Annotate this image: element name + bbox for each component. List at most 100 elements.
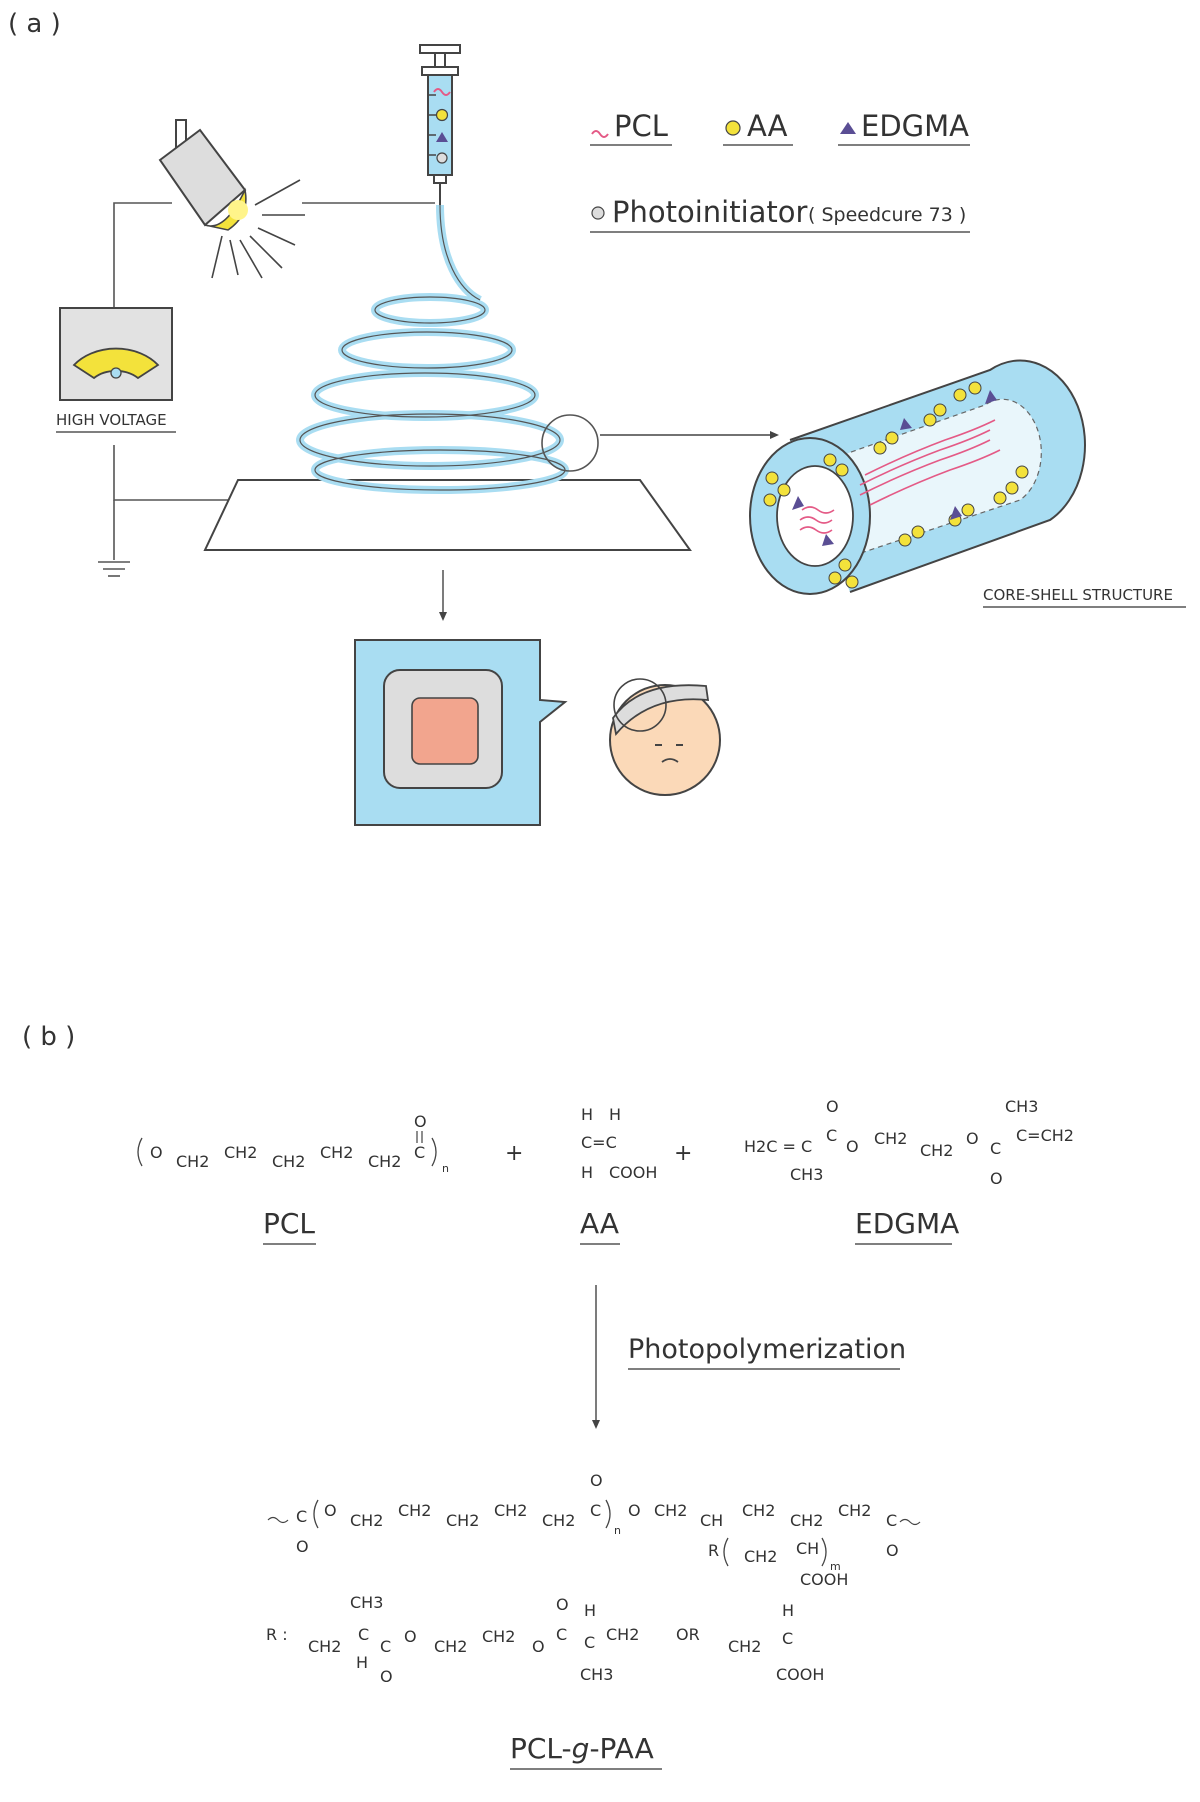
svg-text:m: m	[830, 1560, 841, 1573]
svg-text:C: C	[556, 1625, 567, 1644]
panel-a-label: ( a )	[8, 9, 61, 39]
product-structure: C O O CH2 CH2 CH2 CH2 CH2 C O n O CH2 CH…	[267, 1471, 921, 1589]
pcl-label: PCL	[263, 1207, 315, 1240]
down-arrow-a	[439, 570, 447, 621]
svg-text:CH2: CH2	[224, 1143, 257, 1162]
svg-text:O: O	[590, 1471, 603, 1490]
svg-text:CH2: CH2	[838, 1501, 871, 1520]
edgma-structure: H2C = C CH3 O C O CH2 CH2 O C O CH3 C=CH…	[744, 1097, 1074, 1188]
svg-text:CH2: CH2	[446, 1511, 479, 1530]
svg-text:CH2: CH2	[728, 1637, 761, 1656]
collector-plate	[203, 479, 692, 551]
svg-text:O: O	[324, 1501, 337, 1520]
svg-text:COOH: COOH	[800, 1570, 848, 1589]
svg-text:C: C	[990, 1139, 1001, 1158]
pcl-structure: O CH2 CH2 CH2 CH2 CH2 C O n	[137, 1112, 449, 1175]
svg-text:CH2: CH2	[920, 1141, 953, 1160]
high-voltage-label: HIGH VOLTAGE	[56, 411, 167, 429]
svg-text:C: C	[590, 1501, 601, 1520]
reaction-arrow	[592, 1285, 600, 1429]
svg-text:H: H	[609, 1105, 621, 1124]
svg-text:CH3: CH3	[1005, 1097, 1038, 1116]
svg-text:O: O	[296, 1537, 309, 1556]
svg-text:CH2: CH2	[606, 1625, 639, 1644]
zoom-arrow	[600, 431, 779, 439]
uv-lamp	[158, 119, 305, 279]
svg-text:CH2: CH2	[272, 1152, 305, 1171]
svg-text:CH3: CH3	[580, 1665, 613, 1684]
svg-text:O: O	[826, 1097, 839, 1116]
patient-head	[609, 678, 721, 796]
svg-text:R :: R :	[266, 1625, 288, 1644]
svg-text:O: O	[532, 1637, 545, 1656]
svg-text:H2C = C: H2C = C	[744, 1137, 812, 1156]
aa-structure: H H C=C H COOH	[581, 1105, 657, 1182]
svg-text:OR: OR	[676, 1625, 700, 1644]
svg-text:H: H	[584, 1601, 596, 1620]
svg-text:C: C	[886, 1511, 897, 1530]
fiber-spiral	[296, 204, 569, 494]
svg-text:CH2: CH2	[368, 1152, 401, 1171]
svg-text:CH2: CH2	[654, 1501, 687, 1520]
svg-text:C=CH2: C=CH2	[1016, 1126, 1074, 1145]
svg-text:R: R	[708, 1541, 719, 1560]
syringe	[419, 44, 461, 205]
svg-text:C: C	[296, 1507, 307, 1526]
legend-edgma-swatch	[840, 122, 856, 134]
aa-label: AA	[580, 1207, 619, 1240]
core-shell-label: CORE-SHELL STRUCTURE	[983, 586, 1173, 604]
svg-text:CH2: CH2	[434, 1637, 467, 1656]
svg-text:CH2: CH2	[542, 1511, 575, 1530]
legend-pcl-label: PCL	[614, 109, 668, 143]
legend-photoinitiator-note: ( Speedcure 73 )	[808, 204, 966, 226]
panel-b-label: ( b )	[22, 1022, 75, 1052]
svg-text:CH2: CH2	[494, 1501, 527, 1520]
edgma-label: EDGMA	[855, 1207, 959, 1240]
svg-text:H: H	[581, 1163, 593, 1182]
svg-text:H: H	[356, 1653, 368, 1672]
svg-text:H: H	[581, 1105, 593, 1124]
plus-1: +	[505, 1141, 523, 1166]
r-group-definition: R : CH2 CH3 C H C O O CH2 CH2 O O C H C …	[266, 1593, 824, 1686]
svg-text:CH2: CH2	[874, 1129, 907, 1148]
svg-text:O: O	[380, 1667, 393, 1686]
legend-photoinitiator-swatch	[591, 206, 605, 220]
svg-text:CH2: CH2	[398, 1501, 431, 1520]
legend-edgma-label: EDGMA	[861, 109, 969, 143]
svg-text:C: C	[380, 1637, 391, 1656]
svg-text:C: C	[584, 1633, 595, 1652]
svg-text:CH2: CH2	[176, 1152, 209, 1171]
svg-text:COOH: COOH	[609, 1163, 657, 1182]
svg-text:CH2: CH2	[742, 1501, 775, 1520]
svg-text:O: O	[556, 1595, 569, 1614]
svg-text:CH2: CH2	[482, 1627, 515, 1646]
svg-text:C: C	[782, 1629, 793, 1648]
svg-text:n: n	[442, 1162, 449, 1175]
svg-text:O: O	[414, 1112, 427, 1131]
svg-text:CH3: CH3	[350, 1593, 383, 1612]
svg-text:CH: CH	[796, 1539, 819, 1558]
svg-text:CH2: CH2	[350, 1511, 383, 1530]
plus-2: +	[674, 1141, 692, 1166]
svg-text:O: O	[404, 1627, 417, 1646]
svg-text:n: n	[614, 1524, 621, 1537]
svg-text:C: C	[358, 1625, 369, 1644]
legend-photoinitiator-label: Photoinitiator	[612, 195, 808, 229]
legend: PCL AA EDGMA Photoinitiator ( Speedcure …	[590, 109, 970, 233]
reaction-label: Photopolymerization	[628, 1334, 906, 1365]
svg-text:C: C	[826, 1126, 837, 1145]
svg-text:C: C	[414, 1143, 425, 1162]
zoom-circle	[541, 414, 599, 472]
svg-text:CH2: CH2	[744, 1547, 777, 1566]
svg-text:O: O	[990, 1169, 1003, 1188]
svg-text:CH2: CH2	[790, 1511, 823, 1530]
legend-aa-swatch	[725, 120, 741, 136]
high-voltage-meter	[59, 307, 173, 401]
svg-text:C=C: C=C	[581, 1133, 617, 1152]
svg-text:CH2: CH2	[320, 1143, 353, 1162]
svg-text:COOH: COOH	[776, 1665, 824, 1684]
svg-text:H: H	[782, 1601, 794, 1620]
svg-text:O: O	[628, 1501, 641, 1520]
legend-pcl-swatch	[591, 130, 609, 138]
